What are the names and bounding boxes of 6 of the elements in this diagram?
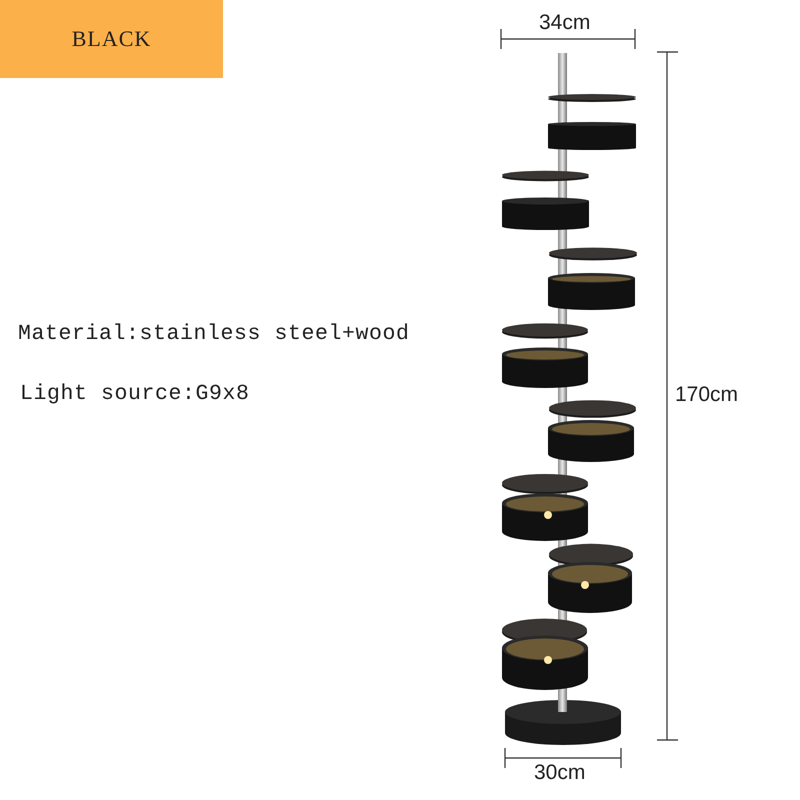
dimension-label: 30cm xyxy=(534,761,586,785)
dimension-label: 170cm xyxy=(675,383,738,407)
light-source-note: Light source:G9x8 xyxy=(20,382,250,406)
color-tag: BLACK xyxy=(0,0,223,78)
dimension-label: 34cm xyxy=(539,11,590,35)
material-note: Material:stainless steel+wood xyxy=(18,322,410,346)
